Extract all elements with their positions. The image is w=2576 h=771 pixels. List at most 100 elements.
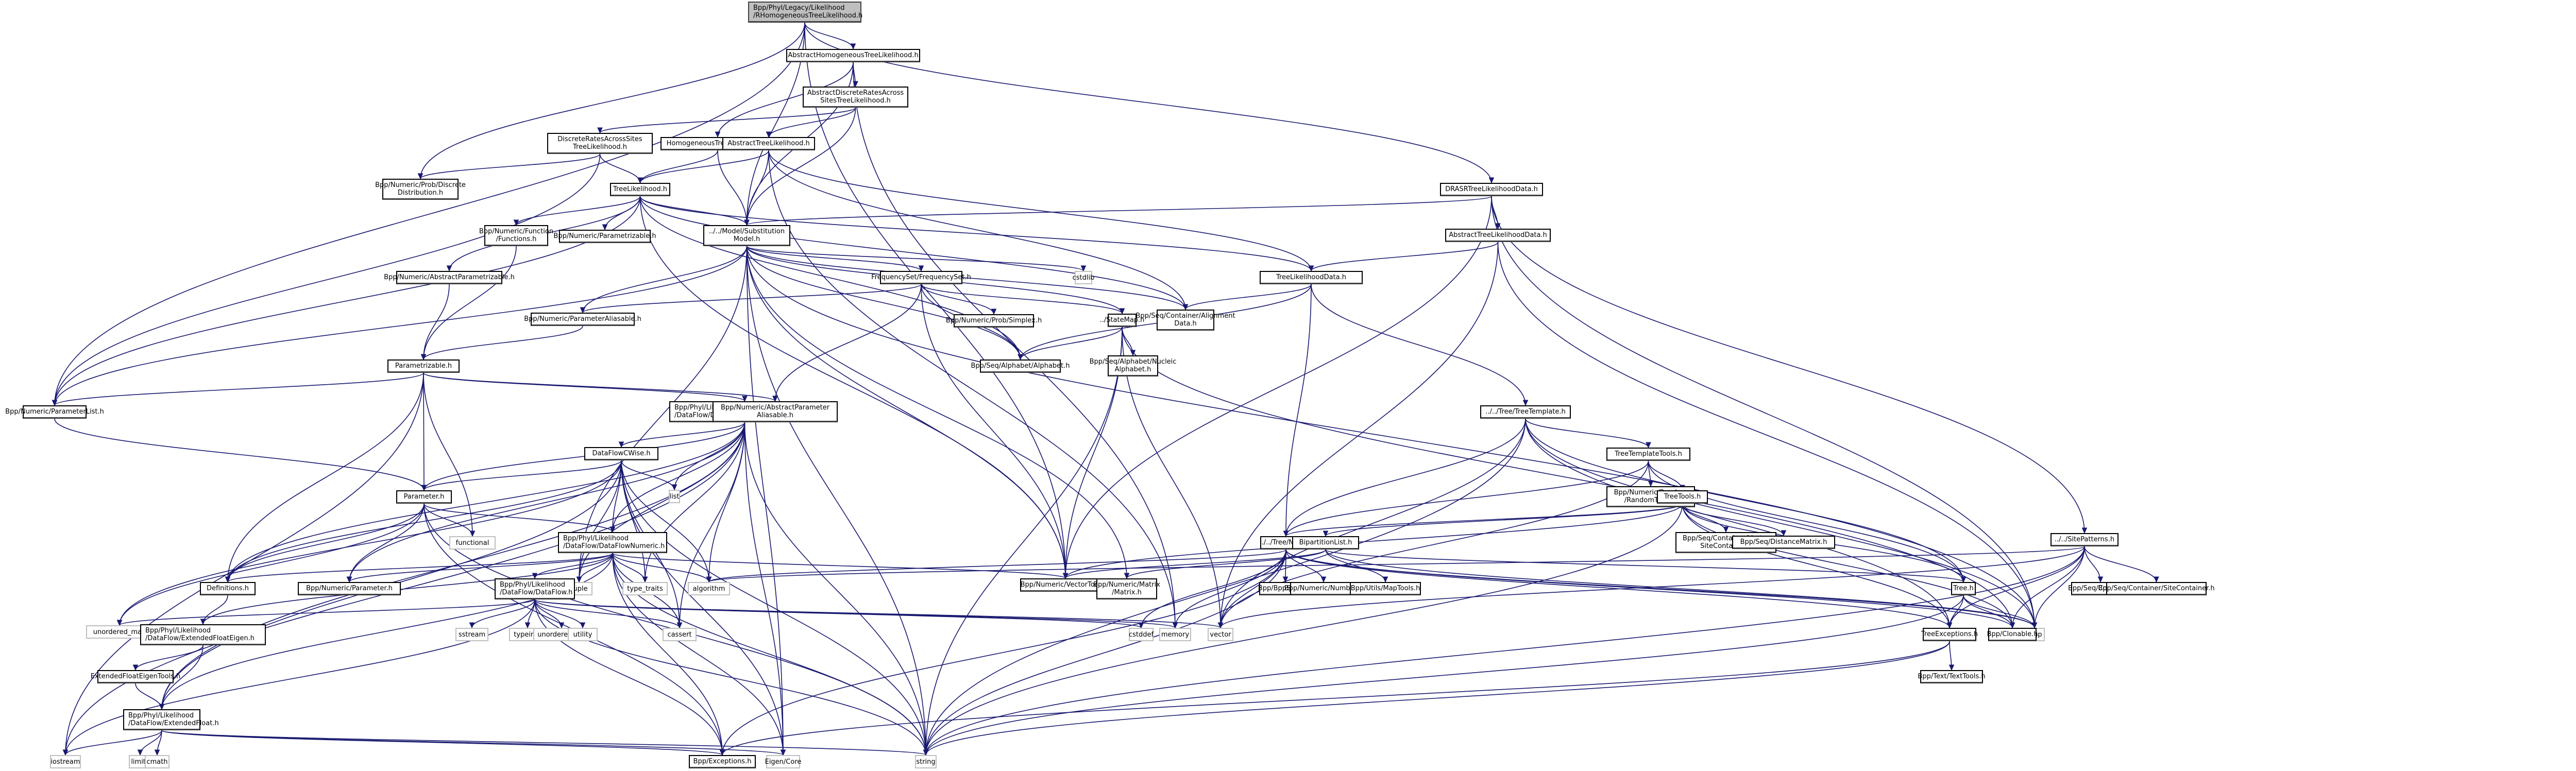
edge-parametrizable-to-definitions	[227, 372, 424, 582]
edge-definitions-to-efeigen	[202, 595, 228, 625]
edge-dfcwise-to-algorithm	[621, 460, 709, 582]
graph-node-tl[interactable]: TreeLikelihood.h	[610, 183, 670, 196]
edge-statemap-to-alphabet	[1020, 327, 1123, 360]
edge-dfcwise-to-list	[621, 460, 675, 490]
edge-dfcwc-to-cassert	[679, 422, 745, 628]
edge-dataflow-to-memory	[534, 599, 1176, 628]
arrowhead	[1130, 350, 1136, 356]
edge-dfnumeric-to-eigencore	[612, 553, 784, 756]
graph-node-freqset[interactable]: FrequencySet/FrequencySet.h	[871, 271, 971, 284]
arrowhead	[132, 664, 139, 671]
graph-node-dfnumeric[interactable]: Bpp/Phyl/Likelihood /DataFlow/DataFlowNu…	[558, 532, 667, 553]
graph-node-tld[interactable]: TreeLikelihoodData.h	[1260, 271, 1363, 284]
graph-node-subm[interactable]: ../../Model/Substitution Model.h	[703, 225, 790, 246]
graph-node-atl[interactable]: AbstractTreeLikelihood.h	[722, 137, 815, 150]
edge-treetools-to-vectortools	[1065, 503, 1683, 579]
graph-node-clonable[interactable]: Bpp/Clonable.h	[1987, 628, 2038, 641]
arrowhead	[137, 749, 143, 756]
edge-dfcwc-to-nparameter	[349, 422, 745, 582]
edge-treeh-to-map	[1963, 595, 2035, 628]
edge-bipart-to-matrix	[1126, 549, 1326, 579]
edge-dfnumeric-to-efeigen	[202, 553, 613, 625]
graph-node-paramalias[interactable]: Bpp/Numeric/ParameterAliasable.h	[524, 313, 641, 326]
edge-subm-to-vectortools	[746, 246, 1066, 579]
edge-subm-to-paramlist	[54, 246, 748, 406]
graph-node-string: string	[915, 755, 937, 768]
graph-node-treeh[interactable]: Tree.h	[1951, 582, 1976, 595]
graph-node-vectortools[interactable]: Bpp/Numeric/VectorTools.h	[1020, 578, 1111, 592]
graph-node-matrix[interactable]: Bpp/Numeric/Matrix /Matrix.h	[1093, 578, 1160, 599]
edge-subm-to-alphabet	[746, 246, 1021, 360]
graph-node-absparamalias[interactable]: Bpp/Numeric/AbstractParameter Aliasable.…	[713, 401, 838, 422]
graph-node-simplex[interactable]: Bpp/Numeric/Prob/Simplex.h	[946, 314, 1042, 328]
graph-node-utilsmap[interactable]: Bpp/Utils/MapTools.h	[1350, 582, 1421, 595]
graph-node-treetemplatetools[interactable]: TreeTemplateTools.h	[1606, 448, 1690, 461]
graph-node-adrastl[interactable]: AbstractDiscreteRatesAcross SitesTreeLik…	[803, 87, 908, 108]
graph-node-dfcwise[interactable]: DataFlowCWise.h	[584, 447, 658, 460]
arrowhead	[469, 530, 476, 537]
graph-node-atld[interactable]: AbstractTreeLikelihoodData.h	[1445, 229, 1551, 242]
graph-node-nucalpha[interactable]: Bpp/Seq/Alphabet/Nucleic Alphabet.h	[1090, 355, 1176, 376]
graph-node-bipart[interactable]: BipartitionList.h	[1292, 536, 1359, 550]
graph-node-number[interactable]: Bpp/Numeric/Number.h	[1284, 582, 1363, 595]
edge-node-to-treeexc	[1285, 549, 1950, 628]
arrowhead	[671, 484, 677, 491]
edge-sitepatterns-to-map	[2034, 546, 2085, 628]
edge-sitepatterns-to-algorithm	[708, 546, 2085, 582]
graph-node-treeexc[interactable]: TreeExceptions.h	[1921, 628, 1978, 641]
graph-node-exceptions[interactable]: Bpp/Exceptions.h	[689, 755, 756, 768]
edge-parametrizable-to-functional	[423, 372, 473, 537]
graph-node-parameter[interactable]: Parameter.h	[396, 490, 452, 504]
arrowhead	[642, 576, 648, 583]
edge-treetools-to-distmat	[1682, 503, 1784, 536]
graph-node-typetraits: type_traits	[622, 582, 668, 595]
graph-node-efeigentools[interactable]: ExtendedFloatEigenTools.h	[91, 670, 180, 683]
graph-node-distmat[interactable]: Bpp/Seq/DistanceMatrix.h	[1732, 536, 1835, 549]
arrowhead	[1960, 576, 1967, 583]
graph-node-alphabet[interactable]: Bpp/Seq/Alphabet/Alphabet.h	[971, 359, 1070, 373]
graph-node-extfloat[interactable]: Bpp/Phyl/Likelihood /DataFlow/ExtendedFl…	[123, 709, 219, 730]
graph-node-absparam[interactable]: Bpp/Numeric/AbstractParametrizable.h	[384, 271, 515, 284]
graph-node-nparameter[interactable]: Bpp/Numeric/Parameter.h	[298, 582, 401, 595]
edge-node-to-memory	[1175, 549, 1286, 628]
graph-node-definitions[interactable]: Definitions.h	[200, 582, 256, 595]
edge-dfcwc-to-list	[674, 422, 745, 490]
arrowhead	[2097, 576, 2104, 583]
graph-node-aligndata[interactable]: Bpp/Seq/Container/Alignment Data.h	[1136, 310, 1235, 331]
edge-treetemplatetools-to-treeh	[1648, 460, 1964, 582]
graph-node-texttools[interactable]: Bpp/Text/TextTools.h	[1918, 670, 1986, 683]
arrowhead	[420, 354, 427, 361]
edge-drasrtld-to-vectortools	[1065, 196, 1492, 579]
graph-node-drastl[interactable]: DiscreteRatesAcrossSites TreeLikelihood.…	[547, 133, 653, 154]
graph-node-paramlist[interactable]: Bpp/Numeric/ParameterList.h	[5, 405, 104, 419]
edge-treeexc-to-exceptions	[722, 641, 1950, 756]
graph-node-treetemplate[interactable]: ../../Tree/TreeTemplate.h	[1480, 405, 1571, 419]
graph-node-drasrtld[interactable]: DRASRTreeLikelihoodData.h	[1440, 183, 1543, 196]
graph-node-root[interactable]: Bpp/Phyl/Legacy/Likelihood /RHomogeneous…	[748, 2, 862, 23]
graph-node-statemap[interactable]: ../StateMap.h	[1100, 314, 1144, 327]
edge-subm-to-eigencore	[746, 246, 784, 756]
edge-subm-to-map	[746, 246, 2035, 628]
graph-node-funcs[interactable]: Bpp/Numeric/Function /Functions.h	[479, 225, 553, 246]
graph-node-ahtl[interactable]: AbstractHomogeneousTreeLikelihood.h	[786, 49, 920, 62]
graph-node-sitecontainer[interactable]: Bpp/Seq/Container/SiteContainer.h	[2098, 582, 2215, 595]
edge-freqset-to-paramalias	[582, 284, 922, 313]
graph-node-dataflow[interactable]: Bpp/Phyl/Likelihood /DataFlow/DataFlow.h	[495, 578, 575, 599]
graph-node-nparam[interactable]: Bpp/Numeric/Parametrizable.h	[553, 230, 656, 243]
arrowhead	[532, 573, 538, 579]
graph-node-treetools[interactable]: TreeTools.h	[1657, 490, 1708, 504]
graph-node-parametrizable[interactable]: Parametrizable.h	[387, 359, 460, 373]
edge-dfnumeric-to-extfloat	[161, 553, 613, 710]
edge-treetools-to-bipart	[1325, 503, 1683, 537]
edge-parameter-to-nparameter	[349, 503, 425, 582]
graph-node-efeigen[interactable]: Bpp/Phyl/Likelihood /DataFlow/ExtendedFl…	[140, 624, 266, 645]
edge-dataflow-to-exceptions	[534, 599, 723, 756]
graph-node-sitepatterns[interactable]: ../../SitePatterns.h	[2050, 533, 2119, 546]
graph-node-dd[interactable]: Bpp/Numeric/Prob/Discrete Distribution.h	[375, 179, 466, 200]
arrowhead	[923, 749, 929, 756]
edge-adrastl-to-drastl	[599, 107, 856, 133]
edge-parameter-to-dfnumeric	[423, 503, 613, 533]
edge-treeh-to-string	[925, 595, 1964, 756]
edge-dfcwise-to-definitions	[227, 460, 622, 582]
edge-drasrtld-to-sitepatterns	[1491, 196, 2085, 534]
